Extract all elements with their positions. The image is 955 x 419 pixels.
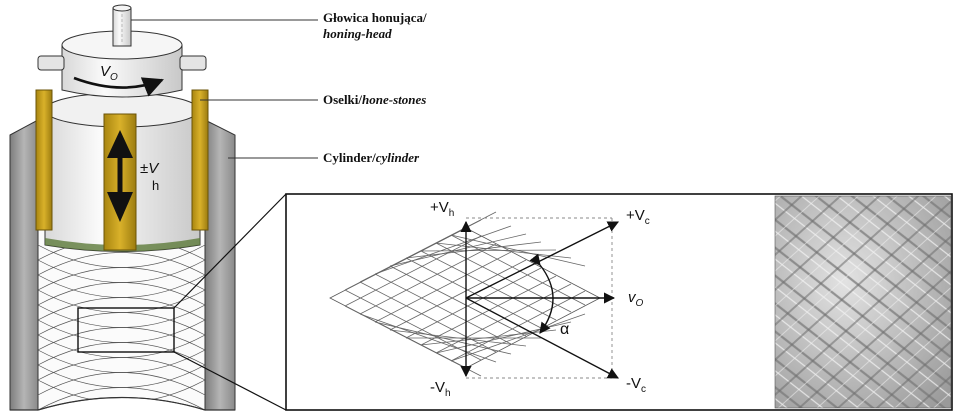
stones-label-en: hone-stones xyxy=(362,92,427,107)
callout-hone-stones: Oselki/hone-stones xyxy=(323,92,426,108)
callout-cylinder: Cylinder/cylinder xyxy=(323,150,419,166)
zoom-projection xyxy=(173,193,287,411)
plus-vc-label: +Vc xyxy=(626,207,650,227)
crosshatch-diamond xyxy=(329,211,601,377)
detail-panel: +Vh -Vh +Vc -Vc vO α xyxy=(285,193,953,411)
minus-vc-arrow xyxy=(465,297,619,379)
surface-micrograph xyxy=(774,195,952,409)
cylinder-label-en: cylinder xyxy=(375,150,420,165)
alpha-arc xyxy=(529,253,554,334)
stroke-sub: h xyxy=(152,178,159,193)
stroke-label: ±V xyxy=(140,160,160,177)
minus-vc-label: -Vc xyxy=(626,375,646,395)
plus-vh-label: +Vh xyxy=(430,199,454,219)
head-label-en: honing-head xyxy=(323,26,392,41)
head-label-pl: Głowica honująca/ xyxy=(323,10,427,25)
stroke-arrow xyxy=(107,130,133,222)
zoom-region xyxy=(77,307,175,353)
honing-head: VO ±V h xyxy=(35,4,209,252)
stones-label-pl: Oselki/ xyxy=(323,92,363,107)
hone-stones xyxy=(35,89,209,251)
rotation-arrow xyxy=(73,76,164,97)
rotation-label: VO xyxy=(100,63,118,83)
minus-vh-label: -Vh xyxy=(430,379,451,399)
alpha-label: α xyxy=(560,321,569,338)
velocity-vectors xyxy=(460,220,620,379)
vo-label: vO xyxy=(628,289,644,309)
callout-honing-head: Głowica honująca/ honing-head xyxy=(323,10,427,42)
leader-lines xyxy=(131,19,318,159)
cylinder-label-pl: Cylinder/ xyxy=(323,150,376,165)
